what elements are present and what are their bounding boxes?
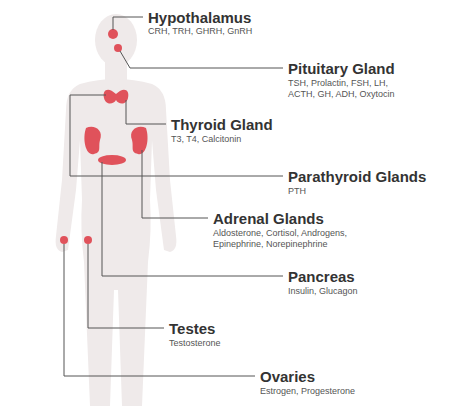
organ-name: Testes [169, 320, 215, 337]
organ-name: Ovaries [260, 368, 315, 385]
hormone-list: Insulin, Glucagon [288, 286, 358, 297]
organ-name: Hypothalamus [148, 9, 251, 26]
hormone-list: CRH, TRH, GHRH, GnRH [148, 26, 252, 37]
hormone-list: T3, T4, Calcitonin [171, 134, 241, 145]
hormone-list: Estrogen, Progesterone [260, 386, 355, 397]
organ-name: Thyroid Gland [171, 116, 273, 133]
organs [60, 29, 148, 244]
organ-name: Adrenal Glands [213, 210, 324, 227]
body-silhouette [56, 14, 177, 406]
organ-name: Pancreas [288, 268, 355, 285]
hormone-list: Testosterone [169, 338, 221, 349]
leader-lines [64, 17, 283, 376]
organ-name: Pituitary Gland [288, 60, 395, 77]
hormone-list: Aldosterone, Cortisol, Androgens, Epinep… [213, 228, 398, 250]
hormone-list: TSH, Prolactin, FSH, LH, ACTH, GH, ADH, … [288, 78, 413, 100]
hormone-list: PTH [288, 186, 306, 197]
organ-name: Parathyroid Glands [288, 168, 426, 185]
